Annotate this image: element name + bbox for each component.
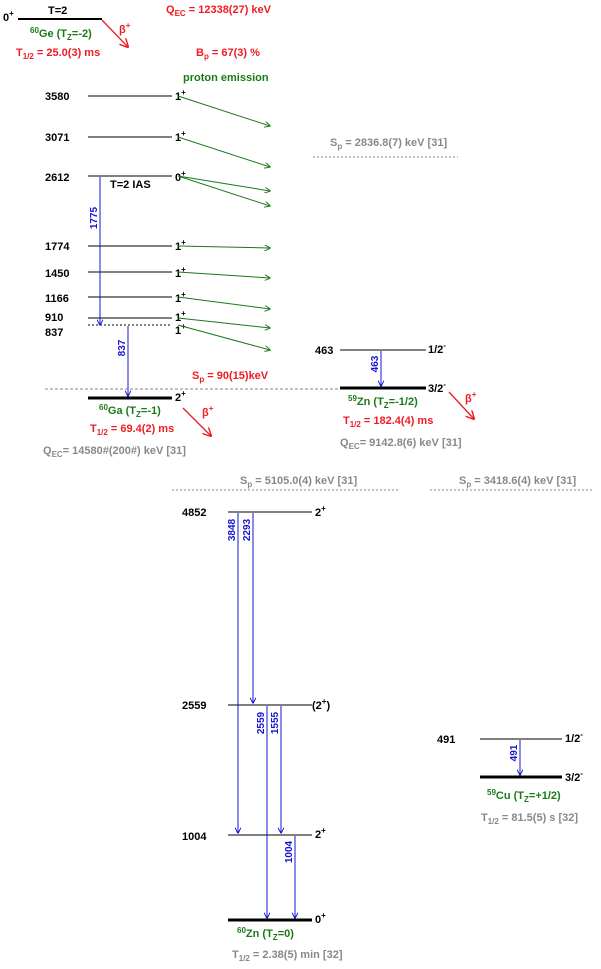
- cu59-energy-491: 491: [437, 734, 455, 746]
- ga60-qec: QEC= 14580#(200#) keV [31]: [43, 445, 186, 459]
- ga60-spin-3071: 1+: [175, 129, 186, 144]
- zn60-gamma-1555-label: 1555: [270, 711, 281, 734]
- ga60-half-life: T1/2 = 69.4(2) ms: [90, 423, 174, 437]
- ga60-spin-1450: 1+: [175, 265, 186, 280]
- ga60-energy-2612: 2612: [45, 172, 69, 184]
- proton-arrow-3071: [177, 136, 270, 167]
- ga60-spin-1166: 1+: [175, 290, 186, 305]
- ga60-group: 3580 1+ 3071 1+ 2612 0+ T=2 IAS 1774 1+ …: [43, 88, 340, 459]
- ga60-energy-3580: 3580: [45, 91, 69, 103]
- zn59-gamma-463-label: 463: [370, 355, 381, 372]
- zn59-beta-arrow: [448, 391, 474, 419]
- proton-arrow-2612-a: [177, 175, 270, 191]
- zn60-spin-2559: (2+): [312, 697, 330, 712]
- zn59-sp-label: Sp = 2836.8(7) keV [31]: [330, 137, 447, 151]
- ge60-proton-branch: Bp = 67(3) %: [196, 47, 260, 61]
- zn60-spin-1004: 2+: [315, 826, 326, 841]
- zn59-qec: QEC= 9142.8(6) keV [31]: [340, 437, 462, 451]
- cu59-gamma-491-label: 491: [509, 744, 520, 761]
- zn60-energy-4852: 4852: [182, 507, 206, 519]
- zn60-spin-4852: 2+: [315, 504, 326, 519]
- ga60-spin-1774: 1+: [175, 238, 186, 253]
- ga60-energy-1166: 1166: [45, 293, 69, 305]
- ga60-beta-label: β+: [202, 404, 214, 419]
- zn60-gamma-3848-label: 3848: [227, 518, 238, 541]
- cu59-sp-label: Sp = 3418.6(4) keV [31]: [459, 475, 576, 489]
- ga60-ground-spin: 2+: [175, 389, 186, 404]
- zn59-half-life: T1/2 = 182.4(4) ms: [343, 415, 433, 429]
- zn60-energy-2559: 2559: [182, 700, 206, 712]
- proton-arrow-910: [177, 317, 270, 328]
- ga60-nucleus-label: 60Ga (TZ=-1): [99, 403, 161, 419]
- zn60-group: Sp = 5105.0(4) keV [31] 4852 2+ 2559 (2+…: [172, 475, 400, 963]
- proton-arrow-1166: [177, 296, 270, 309]
- proton-arrow-1774: [177, 246, 270, 248]
- zn60-ground-spin: 0+: [315, 911, 326, 926]
- cu59-nucleus-label: 59Cu (TZ=+1/2): [487, 788, 561, 804]
- ga60-sp-label: Sp = 90(15)keV: [192, 370, 269, 384]
- ge60-half-life: T1/2 = 25.0(3) ms: [16, 47, 100, 61]
- ge60-spin: 0+: [3, 9, 14, 24]
- proton-arrow-3580: [177, 95, 270, 126]
- zn59-group: Sp = 2836.8(7) keV [31] 463 1/2- 463 3/2…: [313, 137, 477, 451]
- cu59-spin-491: 1/2-: [565, 730, 583, 745]
- ga60-energy-837: 837: [45, 327, 63, 339]
- ge60-qec: QEC = 12338(27) keV: [166, 4, 272, 18]
- zn59-spin-463: 1/2-: [428, 341, 446, 356]
- ga60-spin-837: 1+: [175, 322, 186, 337]
- ge60-isospin: T=2: [48, 5, 67, 17]
- ga60-spin-3580: 1+: [175, 88, 186, 103]
- zn59-beta-label: β+: [465, 390, 477, 405]
- zn60-gamma-2293-label: 2293: [242, 518, 253, 541]
- ga60-spin-2612: 0+: [175, 169, 186, 184]
- ge60-beta-label: β+: [119, 21, 131, 36]
- ga60-gamma-837-label: 837: [117, 339, 128, 356]
- proton-emission-label: proton emission: [183, 72, 269, 84]
- proton-arrow-2612-b: [177, 175, 270, 206]
- ge60-nucleus-label: 60Ge (TZ=-2): [30, 26, 92, 42]
- ga60-energy-3071: 3071: [45, 132, 69, 144]
- ge60-group: 0+ T=2 60Ge (TZ=-2) β+ QEC = 12338(27) k…: [3, 4, 272, 84]
- zn60-half-life: T1/2 = 2.38(5) min [32]: [232, 949, 343, 963]
- ga60-energy-1774: 1774: [45, 241, 70, 253]
- cu59-ground-spin: 3/2-: [565, 769, 583, 784]
- zn59-ground-spin: 3/2-: [428, 380, 446, 395]
- zn60-sp-label: Sp = 5105.0(4) keV [31]: [240, 475, 357, 489]
- zn59-nucleus-label: 59Zn (TZ=-1/2): [348, 394, 418, 410]
- ge60-beta-arrow: [101, 19, 128, 47]
- ga60-beta-arrow: [182, 407, 211, 436]
- cu59-half-life: T1/2 = 81.5(5) s [32]: [481, 812, 578, 826]
- zn60-gamma-2559-label: 2559: [256, 711, 267, 734]
- proton-arrow-837: [177, 324, 270, 350]
- ga60-gamma-1775-label: 1775: [89, 206, 100, 229]
- ga60-ias-label: T=2 IAS: [110, 179, 151, 191]
- zn60-energy-1004: 1004: [182, 831, 207, 843]
- cu59-group: Sp = 3418.6(4) keV [31] 491 1/2- 491 3/2…: [430, 475, 592, 826]
- zn59-energy-463: 463: [315, 345, 333, 357]
- zn60-gamma-1004-label: 1004: [284, 840, 295, 863]
- ga60-energy-1450: 1450: [45, 268, 69, 280]
- zn60-nucleus-label: 60Zn (TZ=0): [237, 926, 294, 942]
- ga60-energy-910: 910: [45, 312, 63, 324]
- proton-arrow-1450: [177, 271, 270, 278]
